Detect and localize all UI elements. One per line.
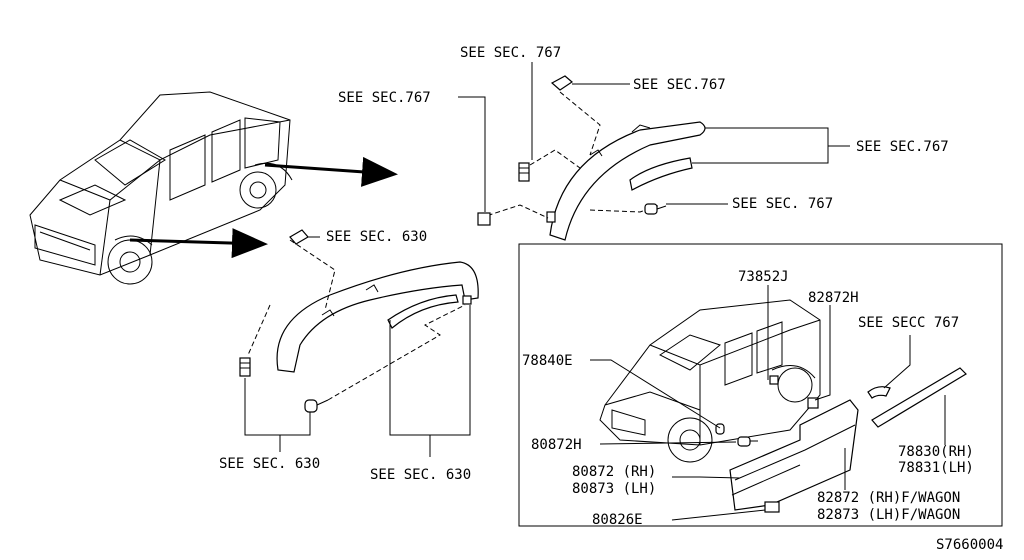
molding-clip bbox=[867, 386, 891, 399]
label-see-630-bottom-left: SEE SEC. 630 bbox=[219, 456, 320, 472]
label-see-767-bolt: SEE SEC. 767 bbox=[732, 196, 833, 212]
front-fender-flare bbox=[276, 261, 479, 373]
label-see-767-right: SEE SEC.767 bbox=[856, 139, 949, 155]
small-clip bbox=[807, 397, 819, 409]
vehicle-illustration bbox=[29, 91, 293, 285]
bolt-top bbox=[644, 203, 667, 215]
screw-top bbox=[518, 162, 530, 182]
inset-box bbox=[518, 243, 1003, 527]
label-78831: 78831(LH) bbox=[898, 460, 974, 476]
pad-80826e bbox=[764, 501, 780, 513]
label-80873: 80873 (LH) bbox=[572, 481, 656, 497]
label-78840e: 78840E bbox=[522, 353, 573, 369]
label-see-630-bottom-right: SEE SEC. 630 bbox=[370, 467, 471, 483]
clip-left bbox=[477, 212, 491, 226]
label-see-767-left: SEE SEC.767 bbox=[338, 90, 431, 106]
label-see-767-top: SEE SEC. 767 bbox=[460, 45, 561, 61]
clip-top bbox=[550, 75, 573, 91]
arrow-front-fender bbox=[129, 228, 268, 259]
bolt-80872h bbox=[737, 436, 758, 447]
label-80872: 80872 (RH) bbox=[572, 464, 656, 480]
bolt-630 bbox=[304, 399, 329, 413]
label-see-secc-767: SEE SECC 767 bbox=[858, 315, 959, 331]
label-82873: 82873 (LH)F/WAGON bbox=[817, 507, 960, 523]
diagram-id: S7660004 bbox=[936, 537, 1003, 553]
side-strip bbox=[871, 367, 967, 428]
label-80872h: 80872H bbox=[531, 437, 582, 453]
rear-fender-flare bbox=[546, 121, 706, 241]
screw-630 bbox=[239, 357, 251, 377]
inset-vehicle bbox=[599, 299, 821, 463]
rocker-molding bbox=[729, 399, 859, 511]
label-82872h: 82872H bbox=[808, 290, 859, 306]
label-82872: 82872 (RH)F/WAGON bbox=[817, 490, 960, 506]
arrow-rear-fender bbox=[264, 156, 398, 187]
label-see-630-clip: SEE SEC. 630 bbox=[326, 229, 427, 245]
label-see-767-clip: SEE SEC.767 bbox=[633, 77, 726, 93]
label-80826e: 80826E bbox=[592, 512, 643, 528]
label-78830: 78830(RH) bbox=[898, 444, 974, 460]
label-73852j: 73852J bbox=[738, 269, 789, 285]
